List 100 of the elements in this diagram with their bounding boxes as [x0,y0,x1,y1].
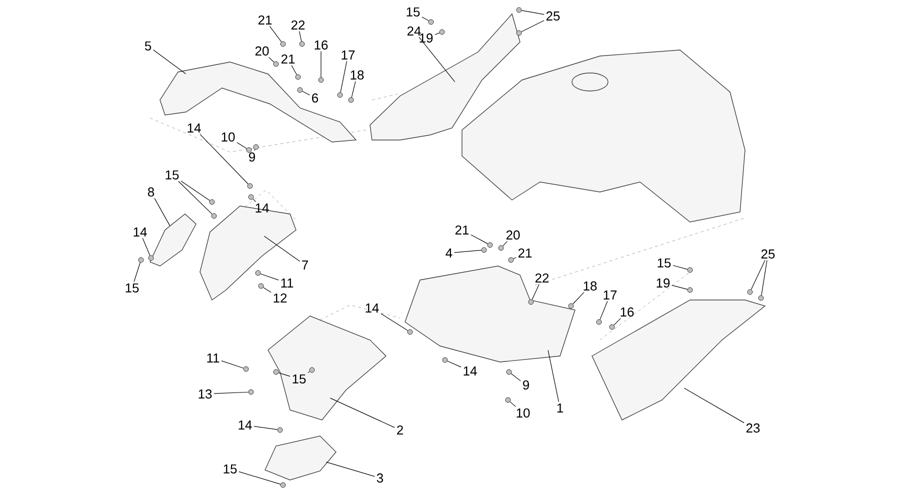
callout-number: 22 [291,20,305,30]
leader-line [302,91,310,96]
callout-number: 16 [620,307,634,317]
leader-line [134,262,140,282]
fastener [295,74,301,80]
leader-line [260,274,279,280]
leader-line [340,60,348,93]
callout-number: 11 [207,354,220,362]
leader-line [600,300,608,320]
leader-line [672,285,688,290]
leader-line [454,250,482,253]
callout-number: 11 [281,278,294,288]
fastener [299,41,305,47]
leader-line [548,350,560,402]
fastener [255,270,261,276]
fastener [337,92,343,98]
callout-number: 15 [406,7,420,17]
body-panel-drawing [150,214,196,266]
callout-number: 4 [446,248,452,258]
leader-line [380,313,408,331]
callout-number: 14 [188,124,201,132]
fastener [280,482,286,488]
callout-number: 23 [746,423,760,433]
leader-line [269,26,282,42]
body-panel-drawing [592,300,766,420]
leader-line [200,134,248,184]
fastener [209,199,215,205]
leader-line [418,36,456,82]
leader-line [572,292,584,304]
callout-number: 19 [420,33,433,43]
leader-line [268,57,274,62]
fastener [758,295,764,301]
fastener [747,289,753,295]
leader-line [510,402,516,407]
leader-line [614,318,621,326]
leader-line [320,51,322,78]
leader-line [299,30,302,42]
callout-number: 22 [535,273,549,283]
fastener [258,283,264,289]
leader-line [236,142,247,149]
callout-number: 14 [238,420,252,430]
fastener [609,324,615,330]
callout-number: 8 [148,187,154,197]
leader-line [154,198,170,226]
callout-number: 25 [761,249,775,259]
callout-number: 20 [506,230,520,240]
leader-line [214,392,249,394]
fastener [487,242,493,248]
leader-line [238,471,281,484]
fastener [439,29,445,35]
callout-number: 18 [584,281,597,291]
leader-line [510,373,521,382]
fastener [508,257,514,263]
fastener [253,144,259,150]
callout-number: 15 [166,170,179,180]
leader-line [447,360,462,368]
fastener [506,369,512,375]
leader-line [142,238,150,256]
fastener [211,213,217,219]
fastener [138,257,144,263]
fastener [248,194,254,200]
fastener [428,19,434,25]
fastener [481,247,487,253]
leader-line [521,20,544,32]
fastener [568,303,574,309]
callout-number: 9 [249,152,255,162]
fastener [687,267,693,273]
leader-line [672,265,688,270]
fastener [348,97,354,103]
callout-number: 25 [546,11,560,21]
callout-number: 14 [366,304,379,312]
callout-number: 15 [658,258,671,268]
callout-number: 7 [302,260,308,270]
leader-line [684,388,744,424]
leader-line [153,50,186,74]
callout-number: 6 [312,93,318,103]
fastener [596,319,602,325]
callout-number: 21 [518,248,532,258]
callout-number: 17 [604,290,617,300]
callout-number: 19 [656,278,670,288]
leader-line [434,32,440,35]
fastener [248,389,254,395]
leader-line [254,426,278,430]
fastener [280,41,286,47]
body-panel-drawing [264,436,336,480]
callout-number: 13 [198,389,212,399]
leader-line [513,257,516,260]
leader-line [291,64,297,75]
fastener [273,61,279,67]
leader-line [254,149,256,151]
leader-line [502,241,508,246]
leader-line [422,16,429,21]
callout-number: 20 [255,46,269,56]
fastener [516,30,522,36]
callout-number: 17 [342,50,355,60]
leader-line [263,287,272,293]
fastener [318,77,324,83]
leader-line [178,180,212,214]
callout-number: 10 [222,132,235,142]
leader-line [330,398,395,428]
